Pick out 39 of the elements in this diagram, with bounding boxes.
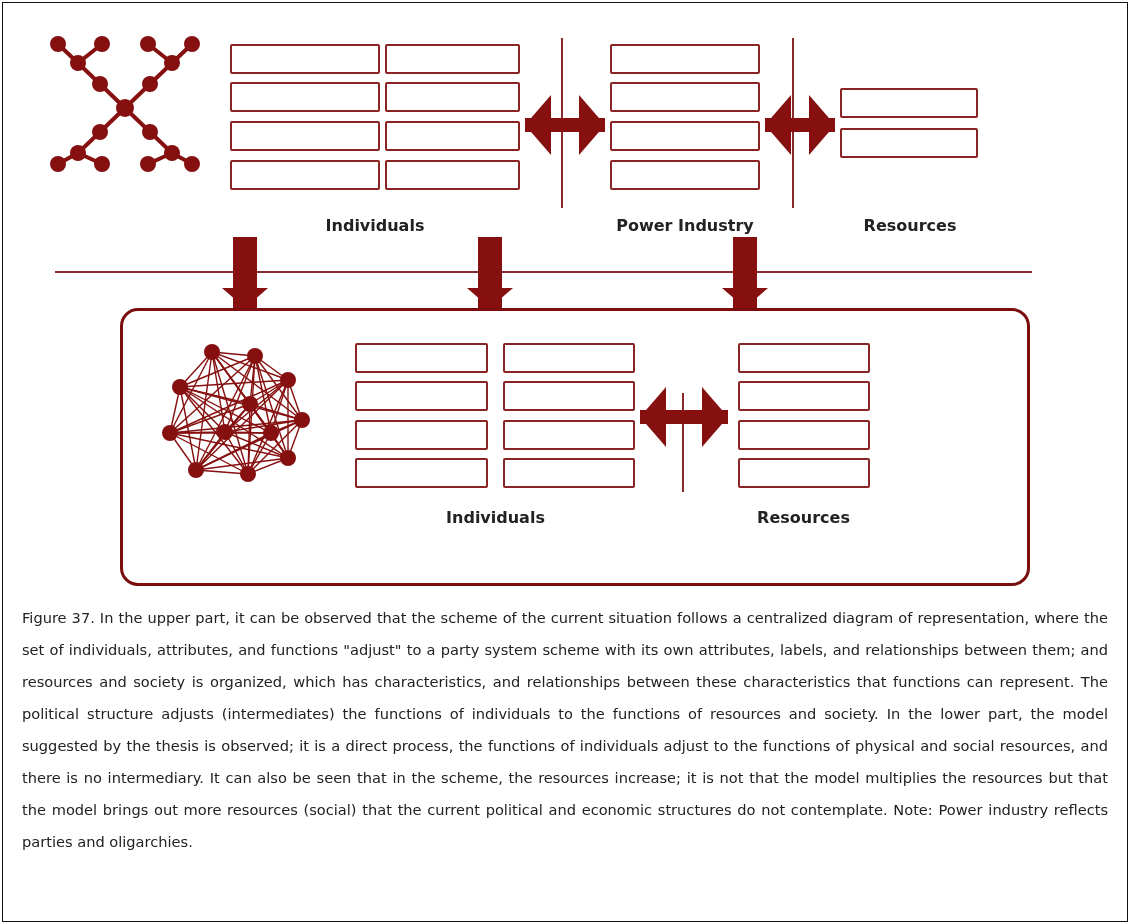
matrix-box (230, 82, 380, 112)
frame-box (120, 308, 1030, 586)
matrix-box (355, 458, 488, 488)
matrix-box (610, 160, 760, 190)
figure-caption: Figure 37. In the upper part, it can be observed that the scheme of the current situation follows a centralized diagram of representation, where the set of individuals, attributes, and functions "adjust" to a party system scheme with its own attributes, labels, and relationships between them; and resources and society is organized, which has characteristics, and relationships between these characteristics that functions can represent. The political structure adjusts (intermediates) the functions of individuals to the functions of resources and society. In the lower part, the model suggested by the thesis is observed; it is a direct process, the functions of individuals adjust to the functions of physical and social resources, and there is no intermediary. It can also be seen that in the scheme, the resources increase; it is not that the model multiplies the resources but that the model brings out more resources (social) that the current political and economic structures do not contemplate. Note: Power industry reflects parties and oligarchies. (22, 608, 1108, 852)
matrix-box (355, 420, 488, 450)
matrix-box (738, 458, 870, 488)
matrix-box (503, 381, 635, 411)
matrix-box (355, 381, 488, 411)
matrix-box (738, 420, 870, 450)
matrix-box (610, 82, 760, 112)
block-arrow (640, 387, 728, 447)
group-label: Individuals (445, 508, 546, 527)
matrix-box (738, 381, 870, 411)
matrix-box (738, 343, 870, 373)
matrix-box (503, 458, 635, 488)
group-label: Resources (756, 508, 851, 527)
matrix-box (355, 343, 488, 373)
matrix-box (840, 128, 978, 158)
block-arrow (222, 237, 268, 308)
block-arrow (765, 95, 835, 155)
block-arrow (722, 237, 768, 308)
group-label: Individuals (324, 216, 426, 235)
block-arrow (525, 95, 605, 155)
matrix-box (385, 160, 520, 190)
matrix-box (503, 343, 635, 373)
matrix-box (230, 121, 380, 151)
matrix-box (385, 44, 520, 74)
matrix-box (230, 44, 380, 74)
matrix-box (610, 121, 760, 151)
matrix-box (610, 44, 760, 74)
group-label: Power Industry (615, 216, 755, 235)
matrix-box (385, 82, 520, 112)
group-label: Resources (862, 216, 958, 235)
matrix-box (230, 160, 380, 190)
matrix-box (503, 420, 635, 450)
block-arrow (467, 237, 513, 308)
matrix-box (385, 121, 520, 151)
matrix-box (840, 88, 978, 118)
